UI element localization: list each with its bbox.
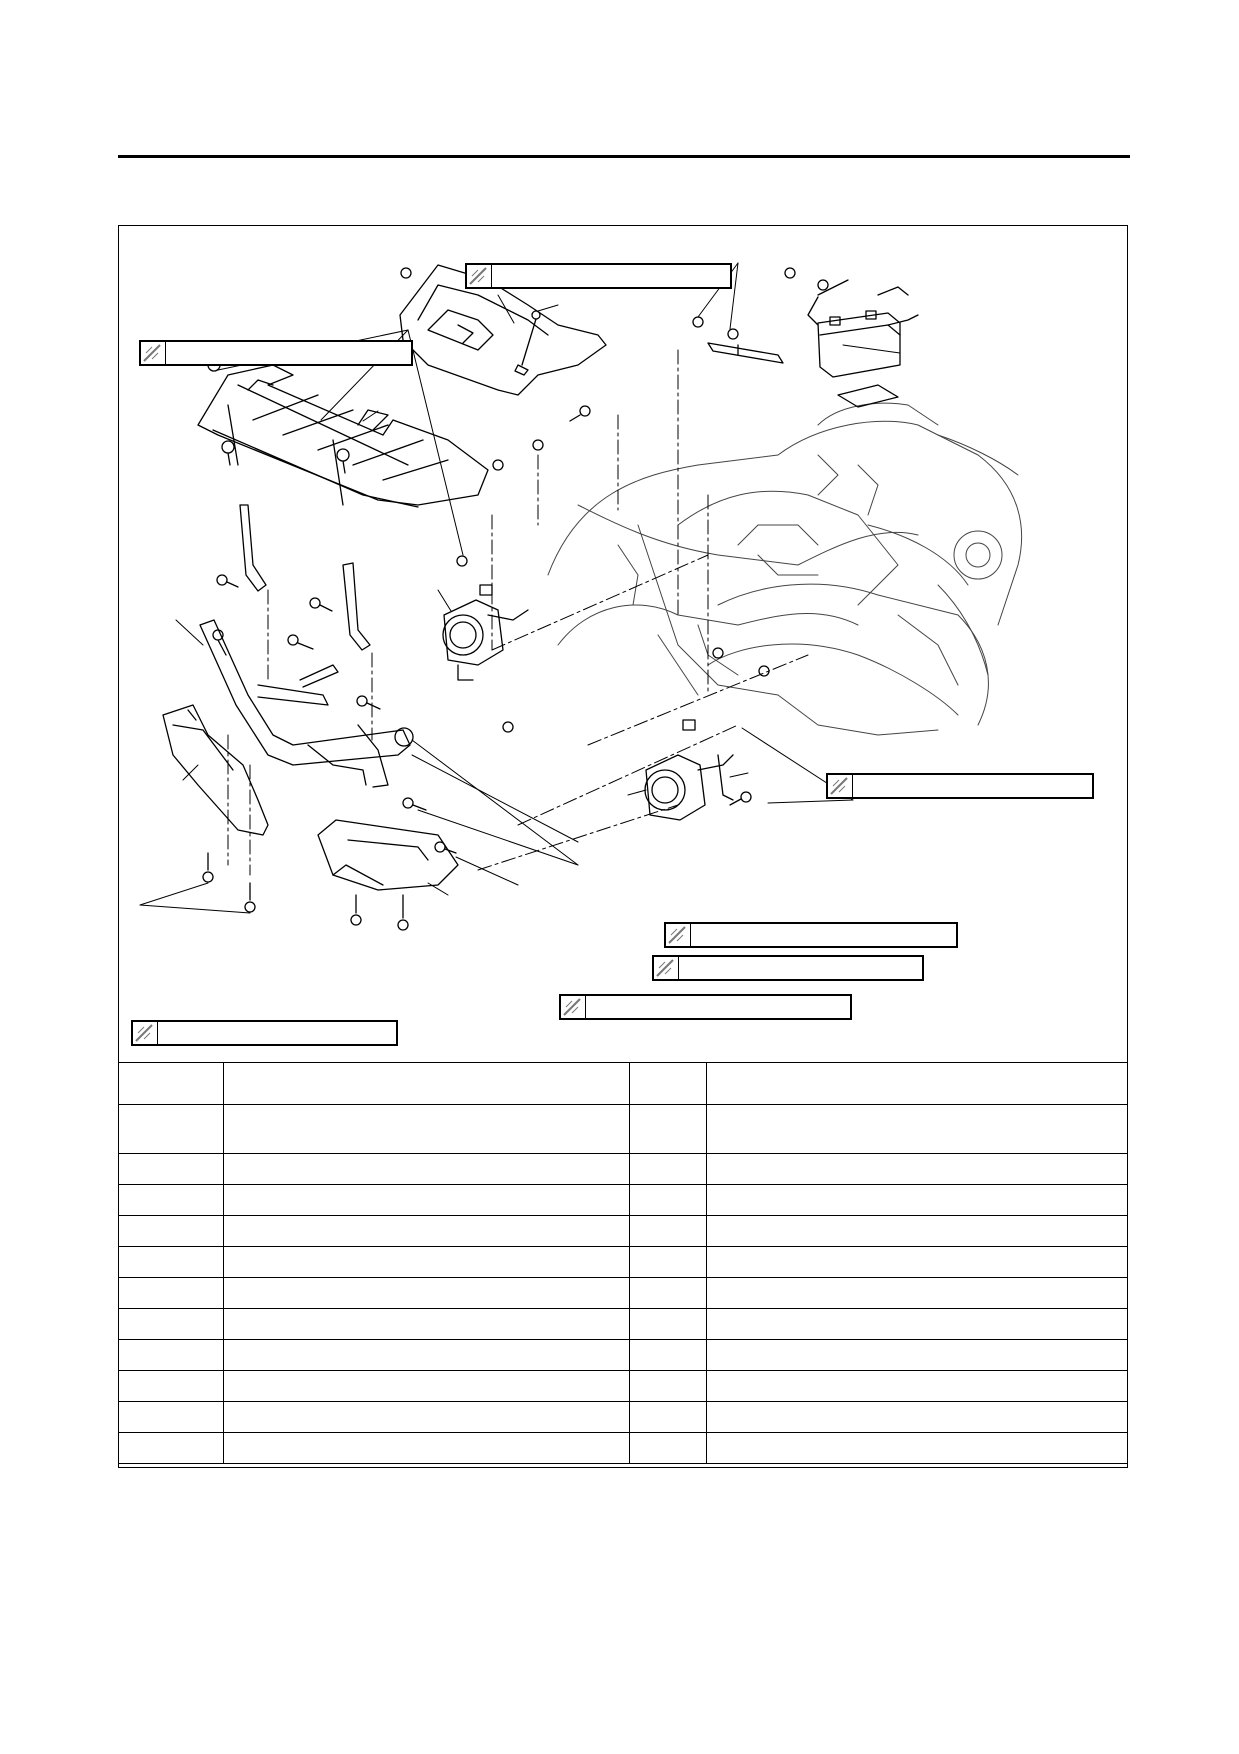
parts-table [118,1062,1128,1464]
part-callout-lines [175,294,901,896]
table-row [118,1308,1128,1340]
table-cell [118,1370,224,1402]
table-cell [118,1308,224,1340]
torque-wrench-icon [467,265,492,287]
table-cell [118,1432,224,1464]
table-cell [706,1401,1128,1433]
table-cell [629,1062,707,1105]
table-cell [118,1184,224,1216]
table-cell [223,1215,630,1247]
page-header-rule [118,155,1130,158]
fastener-bolts [202,267,829,931]
table-cell [706,1370,1128,1402]
table-row [118,1432,1128,1464]
torque-wrench-icon [654,957,679,979]
rack-bracket-right [342,562,371,651]
torque-wrench-icon [141,342,166,364]
table-cell [118,1339,224,1371]
table-row [118,1246,1128,1278]
table-cell [706,1104,1128,1154]
torque-wrench-icon [561,996,586,1018]
torque-wrench-icon [133,1022,158,1044]
table-row [118,1401,1128,1433]
table-row [118,1184,1128,1216]
table-cell [223,1062,630,1105]
table-cell [629,1308,707,1340]
table-cell [706,1184,1128,1216]
table-cell [706,1308,1128,1340]
table-cell [629,1370,707,1402]
table-row [118,1339,1128,1371]
table-cell [706,1432,1128,1464]
table-cell [118,1153,224,1185]
table-cell [223,1153,630,1185]
table-cell [223,1339,630,1371]
table-cell [223,1432,630,1464]
alignment-guide-lines [227,349,809,876]
headlight-right [644,719,734,821]
torque-wrench-icon [666,924,691,946]
table-row [118,1104,1128,1154]
table-cell [629,1104,707,1154]
torque-spec-box-top-left [139,340,413,366]
table-cell [706,1215,1128,1247]
table-cell [118,1277,224,1309]
torque-spec-box-lower-right-2 [652,955,924,981]
table-cell [629,1277,707,1309]
torque-spec-box-top-center [465,263,732,289]
headlight-left [442,584,529,681]
table-header-row [118,1062,1128,1105]
table-cell [706,1153,1128,1185]
table-cell [629,1153,707,1185]
table-row [118,1277,1128,1309]
table-cell [223,1246,630,1278]
table-cell [223,1308,630,1340]
bottom-skid-plate [317,819,459,891]
table-row [118,1370,1128,1402]
left-side-guard [162,704,269,836]
table-cell [706,1277,1128,1309]
table-cell [706,1062,1128,1105]
vehicle-body-outline [547,402,1023,736]
torque-spec-box-bottom-left [131,1020,398,1046]
table-cell [223,1104,630,1154]
torque-spec-box-lower-right-1 [664,922,958,948]
table-cell [706,1246,1128,1278]
table-cell [629,1246,707,1278]
table-cell [223,1401,630,1433]
table-cell [629,1401,707,1433]
torque-spec-box-lower-center [559,994,852,1020]
table-cell [223,1277,630,1309]
table-cell [629,1339,707,1371]
table-cell [118,1104,224,1154]
table-cell [223,1370,630,1402]
table-row [118,1153,1128,1185]
table-cell [118,1401,224,1433]
battery-band [707,342,784,364]
table-cell [118,1215,224,1247]
table-cell [223,1184,630,1216]
rack-bracket-left [239,504,267,592]
table-cell [118,1246,224,1278]
table-cell [629,1215,707,1247]
table-row [118,1215,1128,1247]
torque-spec-box-right [826,773,1094,799]
table-cell [706,1339,1128,1371]
table-cell [629,1184,707,1216]
table-cell [629,1432,707,1464]
front-bumper [199,619,414,788]
front-carrier-rack [197,364,489,508]
torque-wrench-icon [828,775,853,797]
battery-leads [807,279,919,326]
diagram-frame [118,225,1128,1468]
table-cell [118,1062,224,1105]
